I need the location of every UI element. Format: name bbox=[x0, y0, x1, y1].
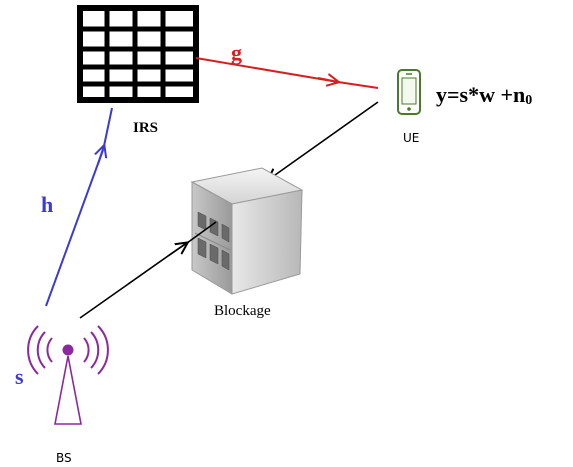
h-link-tail bbox=[103, 107, 113, 147]
h-link-arrowhead bbox=[98, 146, 104, 165]
g-channel-label: g bbox=[231, 40, 242, 65]
received-signal-equation: y=s*w +n0 bbox=[436, 82, 532, 108]
bs-to-blockage-tail bbox=[186, 221, 217, 244]
g-link-arrowhead bbox=[317, 78, 338, 82]
ue-label: UE bbox=[403, 131, 419, 145]
bs-to-blockage-arrow bbox=[79, 243, 186, 319]
bs-to-blockage-arrowhead bbox=[167, 243, 187, 257]
bs-label: BS bbox=[56, 451, 72, 465]
building-icon bbox=[190, 167, 304, 295]
g-link-arrow bbox=[195, 57, 339, 83]
ue-to-blockage-arrow bbox=[268, 101, 379, 180]
smartphone-icon bbox=[397, 69, 421, 115]
equation-subscript: 0 bbox=[525, 93, 532, 108]
blockage-label: Blockage bbox=[214, 303, 271, 319]
irs-grid-icon bbox=[77, 5, 199, 103]
h-link-arrow bbox=[45, 149, 104, 307]
g-link-tail bbox=[337, 81, 379, 89]
h-channel-label: h bbox=[41, 192, 53, 217]
antenna-tower-icon bbox=[27, 325, 109, 425]
irs-label: IRS bbox=[133, 120, 158, 136]
equation-main: y=s*w +n bbox=[436, 82, 525, 107]
s-signal-label: s bbox=[15, 364, 24, 389]
